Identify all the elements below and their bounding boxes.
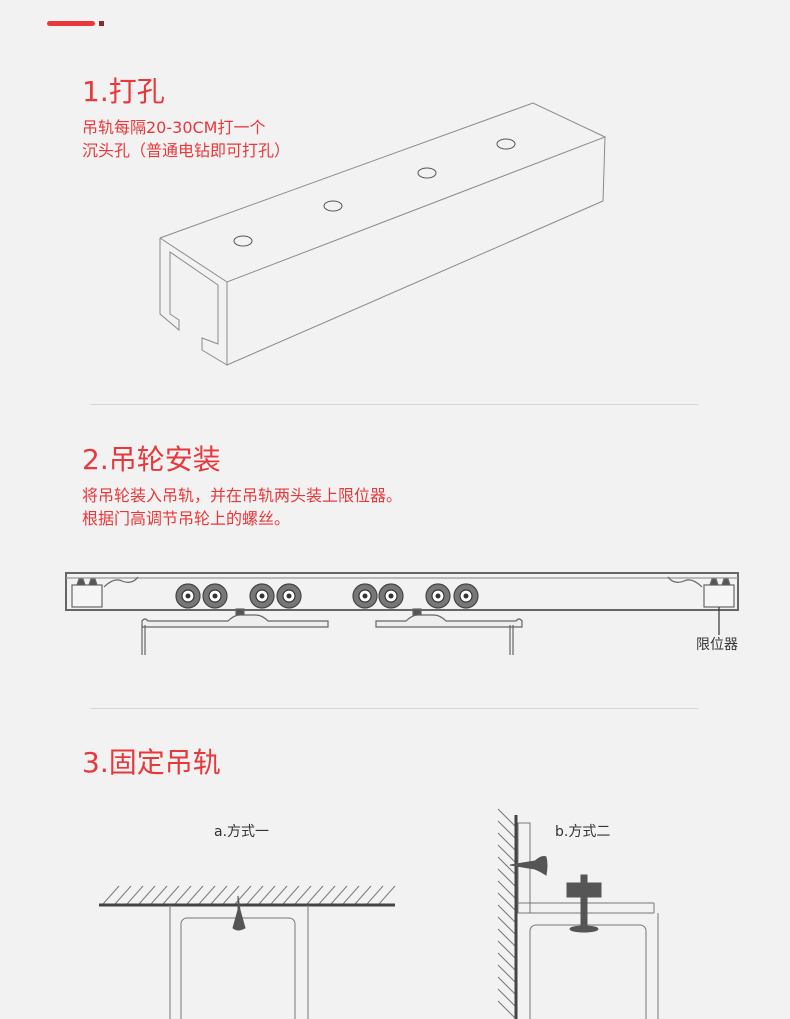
header-accent-dot	[99, 21, 104, 26]
stopper-callout-label: 限位器	[696, 637, 738, 653]
method-a-ceiling-mount-figure	[95, 880, 405, 1019]
step-2-title: 2.吊轮安装	[82, 443, 221, 476]
step-2-desc-line-2: 根据门高调节吊轮上的螺丝。	[82, 509, 291, 528]
header-accent-bar	[47, 21, 95, 26]
rail-drilling-figure	[150, 100, 620, 370]
section-divider-2	[90, 708, 698, 709]
method-a-label: a.方式一	[214, 824, 270, 840]
section-divider-1	[90, 404, 698, 405]
rail-with-rollers-figure	[60, 565, 750, 660]
step-2-desc-line-1: 将吊轮装入吊轨，并在吊轨两头装上限位器。	[82, 486, 403, 505]
method-b-wall-mount-figure	[490, 805, 670, 1019]
step-1-title: 1.打孔	[82, 75, 165, 108]
step-3-title: 3.固定吊轨	[82, 746, 221, 779]
method-b-label: b.方式二	[555, 824, 611, 840]
step-1-desc-line-1: 吊轨每隔20-30CM打一个	[82, 118, 266, 137]
step-1-desc-line-2: 沉头孔（普通电钻即可打孔）	[82, 141, 291, 160]
